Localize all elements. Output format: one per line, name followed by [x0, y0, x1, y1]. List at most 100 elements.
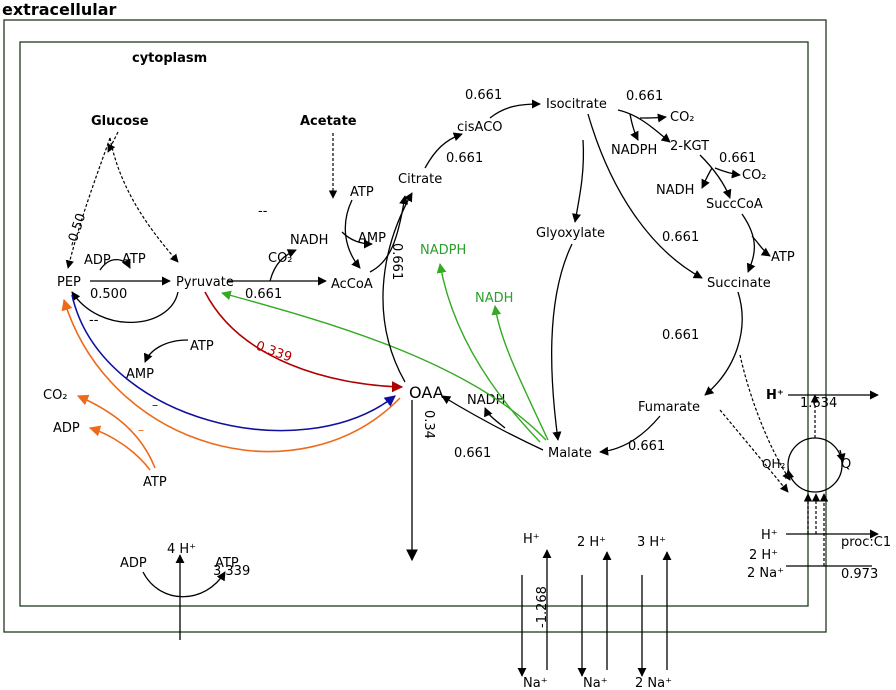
- h-label-3: H⁺: [523, 532, 540, 547]
- atp-label-5: ATP: [771, 250, 795, 265]
- glucose-top-arrow: [107, 131, 119, 153]
- malate-nadh-arrow: [491, 305, 549, 441]
- flux-pyr-oaa: 0.339: [254, 339, 294, 366]
- h-label-2: H⁺: [761, 528, 778, 543]
- extracellular-box: [3, 19, 827, 633]
- h4-label: 4 H⁺: [167, 542, 196, 557]
- citrate-to-cisaco-arrow: [424, 132, 463, 169]
- flux-kgt-succ: 0.661: [719, 151, 756, 166]
- na-label-1: Na⁺: [523, 676, 548, 690]
- cisaco-to-isocitrate-arrow: [489, 99, 541, 119]
- acetate-amp-arrow: [341, 231, 373, 249]
- h2-label-1: 2 H⁺: [749, 548, 778, 563]
- atp-label-6: ATP: [215, 556, 239, 571]
- flux-na-h: 0.973: [841, 567, 878, 582]
- flux-antiporter: -1.268: [535, 586, 550, 628]
- atp-label-3: ATP: [190, 339, 214, 354]
- acetate-label: Acetate: [300, 114, 357, 129]
- oaa-pep-co2-arrow: [76, 394, 156, 469]
- mal-oaa-nadh-arrow: [484, 407, 506, 429]
- oaa-pep-adp-arrow: [88, 425, 151, 471]
- flux-pep-pyr: 0.500: [90, 287, 127, 302]
- extracellular-label: extracellular: [2, 0, 116, 19]
- pep-pyr-cofactor-arrow: [99, 258, 131, 271]
- atp-label-2: ATP: [350, 185, 374, 200]
- glyoxylate-to-malate-arrow: [551, 243, 573, 441]
- flux-oaa-cit: 0.661: [389, 243, 404, 280]
- isocitrate-to-glyoxylate-arrow: [572, 139, 585, 223]
- glyoxylate-label: Glyoxylate: [536, 226, 605, 241]
- glucose-to-pyruvate-arrow: [109, 137, 179, 263]
- pyruvate-to-pep-arrow: [71, 291, 179, 323]
- succinate-to-fumarate-arrow: [704, 291, 743, 396]
- flux-oaa-out: 0.34: [421, 410, 436, 439]
- acetate-cofactor-arrow: [344, 199, 361, 269]
- qh2-arrow-left: [785, 469, 795, 481]
- quinone-cycle: [787, 437, 843, 493]
- nadph-label-green: NADPH: [420, 243, 466, 258]
- malate-label: Malate: [548, 446, 592, 461]
- nadh-label-green: NADH: [475, 291, 513, 306]
- fumarate-to-malate-arrow: [599, 415, 661, 456]
- isocitrate-to-succinate-arrow: [587, 113, 703, 279]
- atp-label-1: ATP: [122, 252, 146, 267]
- iso-nadph-arrow: [629, 113, 639, 141]
- co2-label-3: CO₂: [670, 110, 695, 125]
- flux-mal-oaa: 0.661: [454, 446, 491, 461]
- flux-iso-kgt: 0.661: [626, 89, 663, 104]
- isocitrate-to-kgt-arrow: [617, 109, 671, 143]
- malate-to-oaa-arrow: [441, 395, 544, 451]
- pep-label: PEP: [57, 275, 81, 290]
- amp-label-1: AMP: [358, 231, 386, 246]
- na2-label-2: 2 Na⁺: [635, 676, 672, 690]
- na2-label-1: 2 Na⁺: [747, 566, 784, 581]
- flux-atp-syn: 3.339: [213, 564, 250, 579]
- nadph-label-1: NADPH: [611, 143, 657, 158]
- kgt-to-succcoa-arrow: [699, 154, 732, 199]
- succcoa-atp-arrow: [751, 235, 771, 257]
- amp-label-2: AMP: [126, 367, 154, 382]
- adp-to-atp-arc: [142, 571, 226, 598]
- glucose-label: Glucose: [91, 114, 149, 129]
- pyr-pep-amp-arrow: [143, 339, 189, 363]
- oaa-to-pep-arrow: [61, 298, 401, 453]
- h2-label-2: 2 H⁺: [577, 535, 606, 550]
- succinate-label: Succinate: [707, 276, 771, 291]
- nadh-label-3: NADH: [467, 393, 505, 408]
- flux-cis-iso: 0.661: [465, 88, 502, 103]
- atp-label-4: ATP: [143, 475, 167, 490]
- q-label: Q: [841, 457, 851, 472]
- flux-zero-3: –: [152, 398, 158, 412]
- proc-label: proc:C1: [841, 535, 891, 550]
- accoa-to-citrate-arrow: [369, 195, 409, 273]
- pyruvate-to-oaa-arrow: [204, 291, 404, 393]
- cytoplasm-label: cytoplasm: [132, 51, 207, 66]
- nadh-label-1: NADH: [290, 233, 328, 248]
- flux-fum-mal: 0.661: [628, 439, 665, 454]
- q-arrow-right: [836, 449, 846, 463]
- oaa-to-citrate-arrow: [382, 192, 413, 383]
- iso-co2-arrow: [639, 113, 667, 123]
- co2-label-4: CO₂: [742, 168, 767, 183]
- succcoa-label: SuccCoA: [706, 197, 763, 212]
- kgt-co2-arrow: [714, 167, 741, 179]
- na-label-2: Na⁺: [583, 676, 608, 690]
- flux-zero-4: –: [138, 423, 144, 437]
- flux-h-out: 1.634: [800, 396, 837, 411]
- flux-oaa-pyr: 0.661: [245, 287, 282, 302]
- accoa-label: AcCoA: [331, 277, 373, 292]
- nadh-label-2: NADH: [656, 183, 694, 198]
- cisaco-label: cisACO: [457, 120, 503, 135]
- oaa-label: OAA: [409, 383, 444, 402]
- qh2-label: QH₂: [762, 457, 785, 471]
- kgt-nadh-arrow: [701, 167, 713, 189]
- flux-cit-cis: 0.661: [446, 151, 483, 166]
- fumarate-to-qh2-arrow: [719, 409, 789, 493]
- flux-zero-2: --: [89, 313, 99, 328]
- succinate-to-qh2-arrow: [739, 354, 791, 481]
- adp-label-2: ADP: [53, 421, 80, 436]
- pyruvate-label: Pyruvate: [176, 275, 234, 290]
- kgt-label: 2-KGT: [670, 139, 709, 154]
- cytoplasm-box: [19, 41, 809, 607]
